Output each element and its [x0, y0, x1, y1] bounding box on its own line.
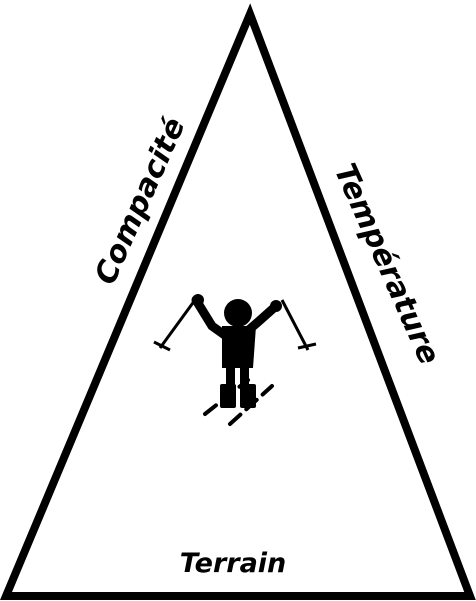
left-side-label: Compacité [88, 113, 193, 290]
right-pole [282, 300, 308, 350]
left-pole [160, 300, 195, 348]
base-label: Terrain [180, 548, 287, 579]
right-pole-tick [298, 344, 316, 348]
torso [222, 326, 256, 368]
left-leg [226, 364, 235, 386]
left-hand [192, 294, 204, 306]
head [224, 299, 252, 327]
right-hand [270, 300, 282, 312]
skier-icon [154, 294, 316, 424]
